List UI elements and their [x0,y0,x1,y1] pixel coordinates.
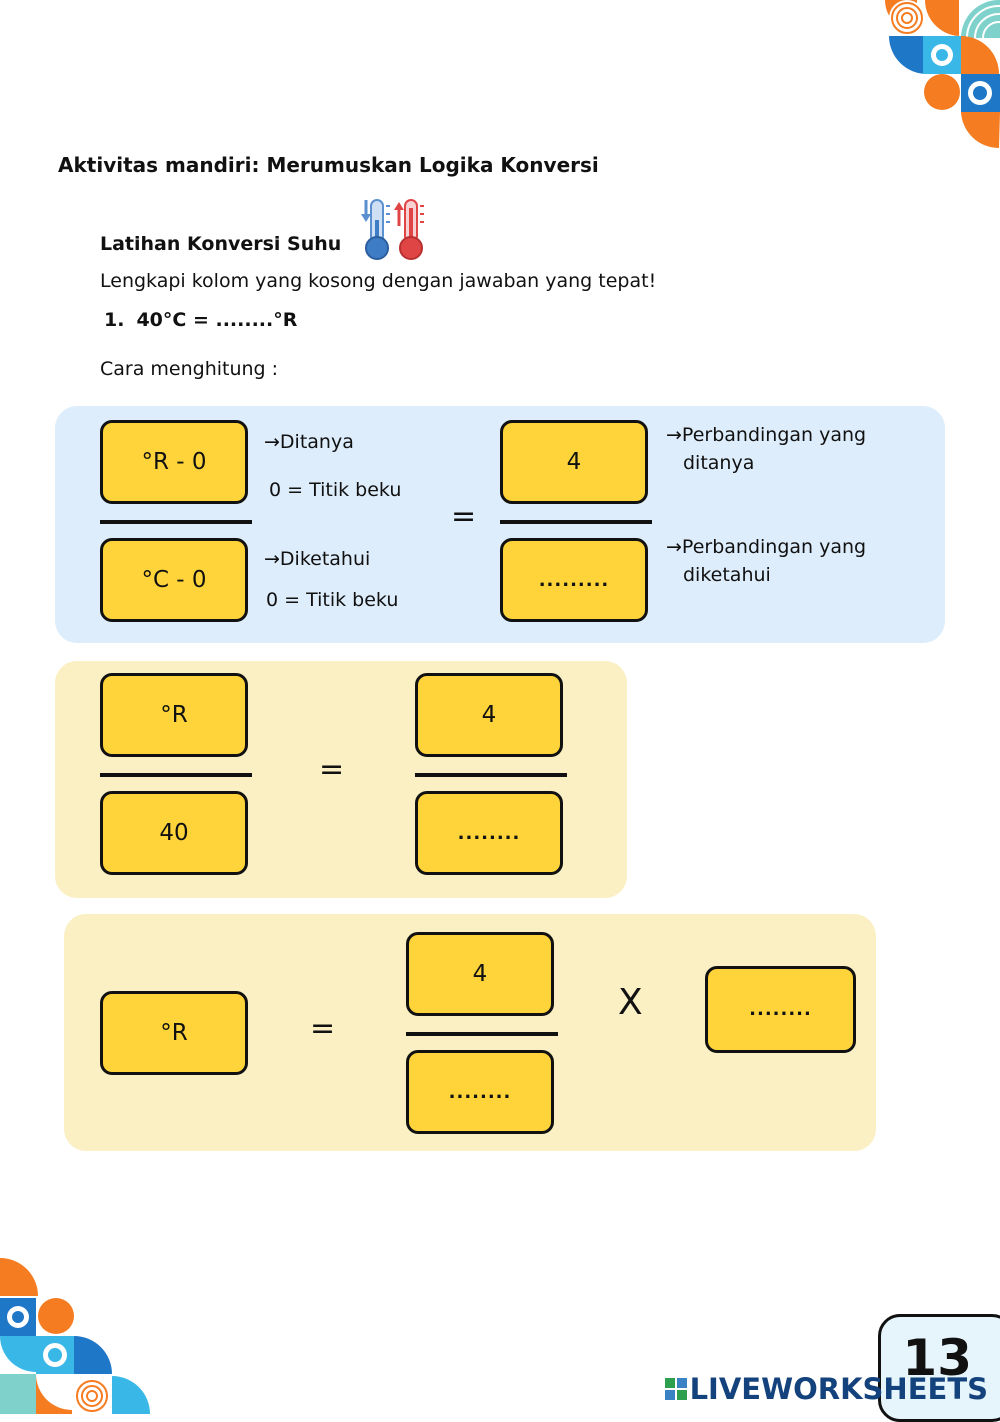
numerator-box: °R - 0 [100,420,248,504]
asked-note: →Ditanya [264,431,354,453]
ratio-denominator-answer-box[interactable]: ........ [406,1050,554,1134]
liveworksheets-logo-icon [664,1378,687,1400]
multiply-sign: X [618,982,643,1023]
denominator-box: 40 [100,791,248,875]
multiplier-answer-box[interactable]: ........ [705,966,856,1053]
fraction-bar [406,1032,558,1036]
brand-watermark[interactable]: LIVEWORKSHEETS [664,1372,988,1406]
numerator-box: °R [100,673,248,757]
ratio-numerator-box: 4 [415,673,563,757]
fraction-bar [100,520,252,524]
ratio-asked-note: →Perbandingan yang [666,424,867,446]
freezing-point-note: 0 = Titik beku [266,589,399,611]
fraction-bar [100,773,252,777]
fraction-bar [500,520,652,524]
question-number: 1. [104,309,125,331]
equals-sign: = [319,752,345,787]
question-1: 1. 40°C = ........°R [104,309,297,331]
equals-sign: = [310,1011,336,1046]
brand-text: LIVEWORKSHEETS [689,1372,988,1406]
activity-heading: Aktivitas mandiri: Merumuskan Logika Kon… [58,153,599,177]
ratio-numerator-box: 4 [500,420,648,504]
ratio-known-note: →Perbandingan yang [666,536,867,558]
corner-decoration-top-right [885,0,1000,148]
known-note: →Diketahui [264,548,371,570]
page-number: 13 [902,1329,972,1387]
freezing-point-note: 0 = Titik beku [269,479,402,501]
ratio-known-note-cont: diketahui [683,564,771,586]
ratio-denominator-answer-box[interactable]: ......... [500,538,648,622]
equals-sign: = [451,499,477,534]
thermometer-cold-hot-icon [361,199,424,260]
corner-decoration-bottom-left [0,1258,150,1414]
exercise-title: Latihan Konversi Suhu [100,233,342,255]
result-box: °R [100,991,248,1075]
question-text: 40°C = ........°R [136,309,298,331]
method-label: Cara menghitung : [100,358,279,380]
instruction-text: Lengkapi kolom yang kosong dengan jawaba… [100,270,657,292]
fraction-bar [415,773,567,777]
ratio-asked-note-cont: ditanya [683,452,755,474]
ratio-numerator-box: 4 [406,932,554,1016]
ratio-denominator-answer-box[interactable]: ........ [415,791,563,875]
denominator-box: °C - 0 [100,538,248,622]
